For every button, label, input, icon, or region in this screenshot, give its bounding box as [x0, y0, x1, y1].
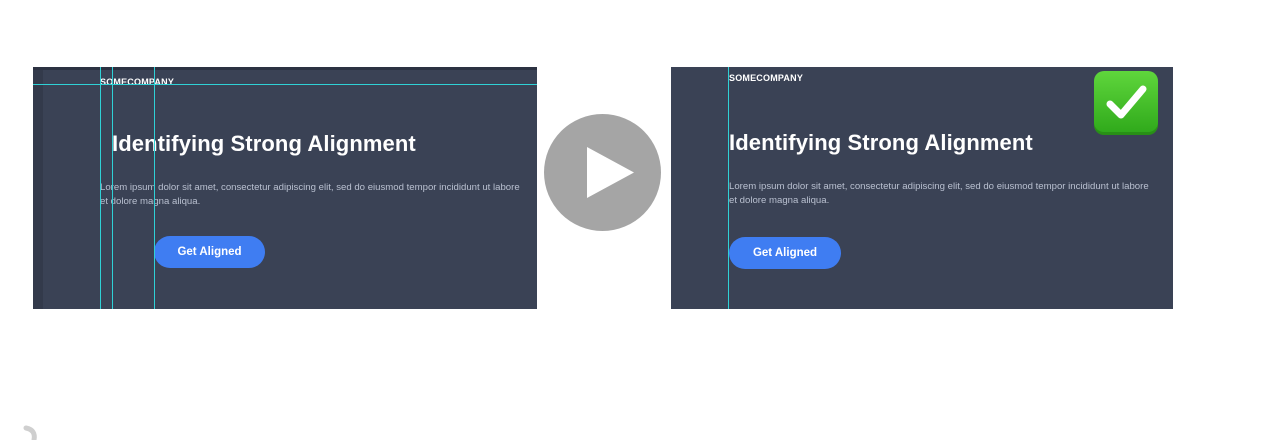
check-mark-badge — [1094, 71, 1158, 135]
hero-body-text: Lorem ipsum dolor sit amet, consectetur … — [729, 181, 1149, 206]
alignment-guide-horizontal — [33, 84, 537, 85]
alignment-guide-vertical — [112, 67, 113, 309]
hero-body-text: Lorem ipsum dolor sit amet, consectetur … — [100, 182, 520, 207]
alignment-guide-vertical — [154, 67, 155, 309]
brand-logo-text: SOMECOMPANY — [729, 73, 804, 83]
check-mark-icon — [1106, 85, 1147, 119]
get-aligned-button[interactable]: Get Aligned — [729, 237, 841, 269]
brand-logo-text: SOMECOMPANY — [100, 77, 175, 87]
hero-heading: Identifying Strong Alignment — [729, 130, 1033, 155]
after-panel: SOMECOMPANY Identifying Strong Alignment… — [671, 67, 1173, 309]
alignment-guide-vertical — [100, 67, 101, 309]
top-edge-strip — [33, 67, 537, 70]
before-panel: SOMECOMPANY Identifying Strong Alignment… — [33, 67, 537, 309]
hero-heading: Identifying Strong Alignment — [112, 131, 416, 156]
decorative-mark-icon — [23, 425, 37, 440]
play-button[interactable] — [544, 114, 661, 231]
get-aligned-button[interactable]: Get Aligned — [154, 236, 265, 268]
play-icon — [587, 147, 634, 198]
left-edge-strip — [33, 67, 43, 309]
alignment-guide-vertical — [728, 67, 729, 309]
